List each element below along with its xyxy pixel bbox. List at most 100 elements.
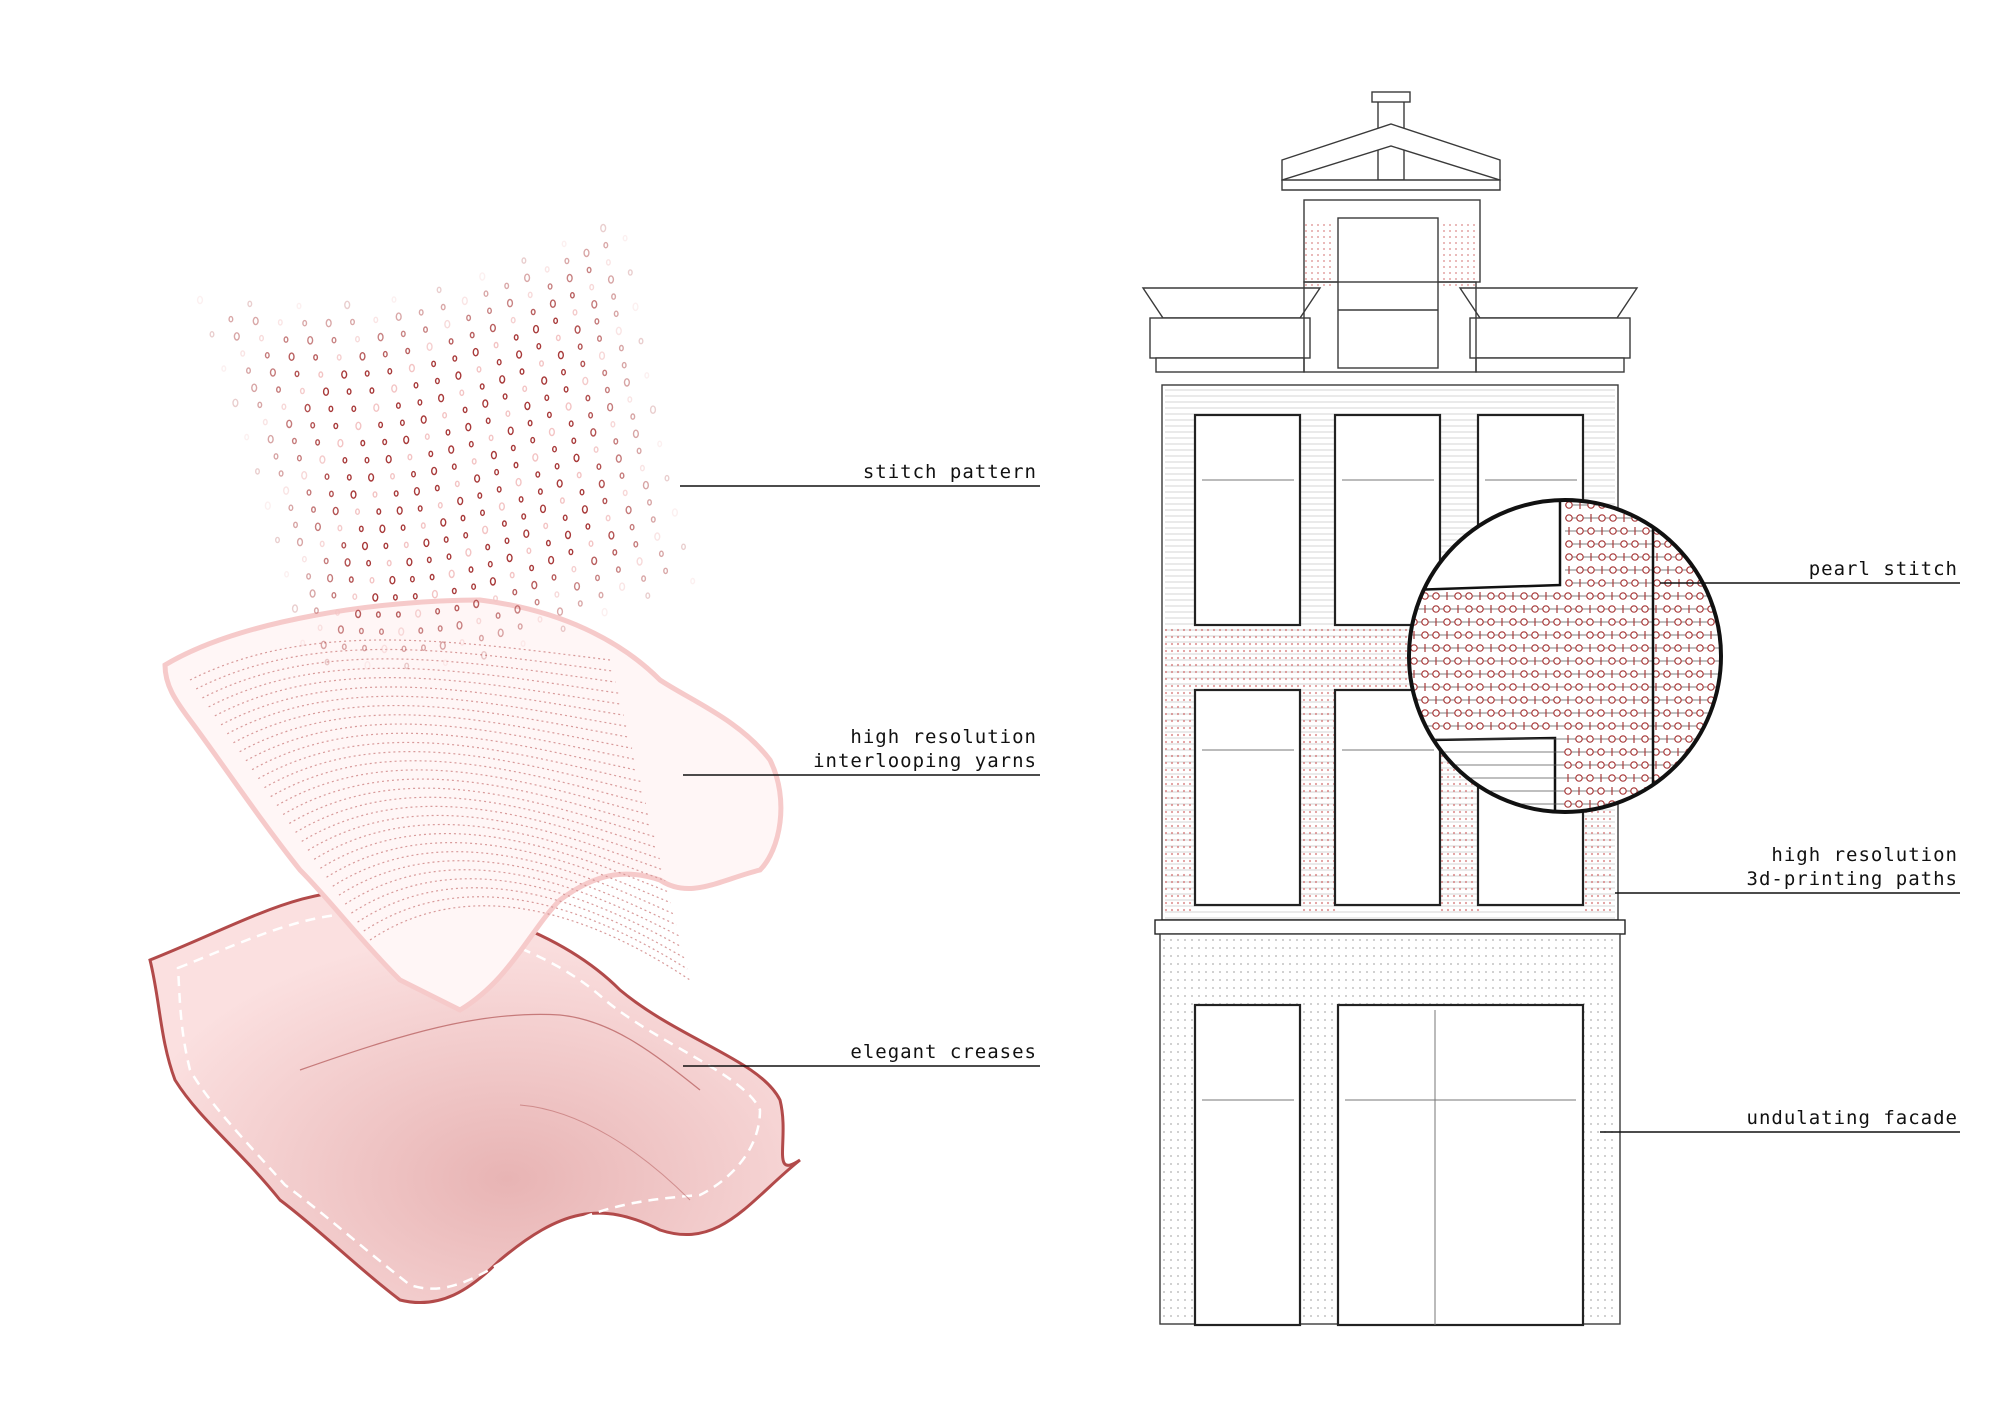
stitch-dot (378, 421, 384, 429)
stitch-dot (568, 548, 574, 556)
stitch-dot (389, 575, 396, 585)
stitch-dot (418, 627, 424, 634)
stitch-dot (613, 310, 619, 318)
stitch-dot (606, 402, 614, 412)
stitch-dot (605, 514, 611, 522)
stitch-dot (480, 651, 488, 660)
stitch-dot (283, 336, 289, 343)
stitch-dot (472, 347, 479, 357)
stitch-dot (494, 468, 500, 476)
stitch-dot (483, 290, 489, 298)
stitch-dot (228, 315, 234, 323)
stitch-dot (232, 398, 239, 408)
stitch-dot (625, 505, 632, 515)
stitch-dot (568, 420, 574, 428)
stitch-dot (602, 497, 608, 505)
stitch-dot (690, 577, 696, 585)
stitch-dot (323, 557, 329, 565)
stitch-dot (462, 406, 468, 414)
stitch-pattern-layer (196, 223, 696, 670)
stitch-dot (373, 316, 379, 324)
stitch-dot (482, 525, 489, 535)
stitch-dot (355, 335, 361, 343)
stitch-dot (647, 499, 653, 506)
stitch-dot (607, 275, 615, 284)
stitch-dot (342, 456, 348, 464)
stitch-dot (325, 318, 332, 328)
stitch-dot (264, 501, 271, 511)
stitch-dot (423, 326, 429, 333)
stitch-dot (564, 257, 570, 265)
stitch-dot (544, 266, 550, 273)
stitch-dot (529, 564, 535, 572)
stitch-dot (448, 445, 455, 454)
stitch-dot (523, 273, 531, 283)
stitch-dot (595, 574, 601, 582)
stitch-dot (466, 314, 472, 322)
stitch-dot (319, 455, 326, 464)
stitch-dot (431, 589, 439, 599)
stitch-dot (594, 318, 600, 325)
stitch-dot (457, 496, 464, 506)
stitch-dot (382, 350, 388, 358)
stitch-dot (364, 456, 370, 464)
stitch-dot (331, 336, 337, 344)
stitch-dot (431, 360, 437, 368)
stitch-dot (585, 523, 591, 530)
stitch-dot (395, 611, 401, 618)
stitch-dot (405, 347, 411, 355)
stitch-dot (493, 341, 499, 349)
stitch-dot (630, 413, 636, 420)
stitch-dot (346, 388, 352, 395)
stitch-dot (585, 394, 591, 402)
stitch-dot (372, 491, 378, 498)
stitch-dot (478, 634, 484, 642)
stitch-dot (424, 433, 430, 441)
stitch-dot (623, 378, 631, 387)
stitch-dot (310, 421, 316, 429)
stitch-dot (642, 480, 650, 490)
stitch-dot (479, 383, 485, 390)
stitch-dot (497, 628, 504, 638)
stitch-dot (619, 472, 625, 480)
stitch-dot (598, 479, 605, 489)
stitch-dot (418, 309, 424, 316)
stitch-dot (589, 283, 595, 291)
stitch-dot (435, 608, 441, 615)
stitch-dot (360, 439, 366, 447)
stitch-dot (510, 316, 516, 324)
stitch-dot (501, 520, 507, 527)
stitch-dot (557, 350, 565, 360)
stitch-dot (513, 461, 519, 469)
stitch-dot (524, 401, 531, 411)
stitch-dot (448, 569, 455, 579)
stitch-dot (521, 257, 527, 264)
stitch-dot (571, 437, 577, 445)
stitch-dot (512, 588, 518, 596)
stitch-dot (403, 541, 409, 549)
stitch-dot (273, 453, 279, 460)
stitch-dot (480, 509, 486, 517)
stitch-dot (421, 644, 427, 652)
stitch-dot (490, 450, 498, 460)
stitch-dot (221, 365, 227, 372)
stitch-dot (315, 439, 321, 446)
stitch-dot (306, 573, 312, 580)
stitch-dot (531, 580, 538, 590)
stitch-dot (379, 524, 386, 534)
stitch-dot (355, 508, 361, 516)
stitch-dot (615, 326, 622, 336)
stitch-dot (539, 360, 545, 367)
stitch-dot (446, 553, 452, 561)
stitch-dot (459, 639, 465, 646)
label-interlooping-yarns-line-0: high resolution (850, 726, 1037, 748)
stitch-dot (485, 417, 491, 425)
stitch-dot (278, 470, 284, 477)
stitch-dot (468, 440, 474, 448)
stitch-dot (618, 344, 624, 352)
stitch-dot (420, 522, 426, 529)
stitch-dot (428, 450, 434, 458)
stitch-dot (522, 385, 528, 393)
stitch-dot (489, 323, 497, 333)
stitch-dot (505, 410, 511, 418)
